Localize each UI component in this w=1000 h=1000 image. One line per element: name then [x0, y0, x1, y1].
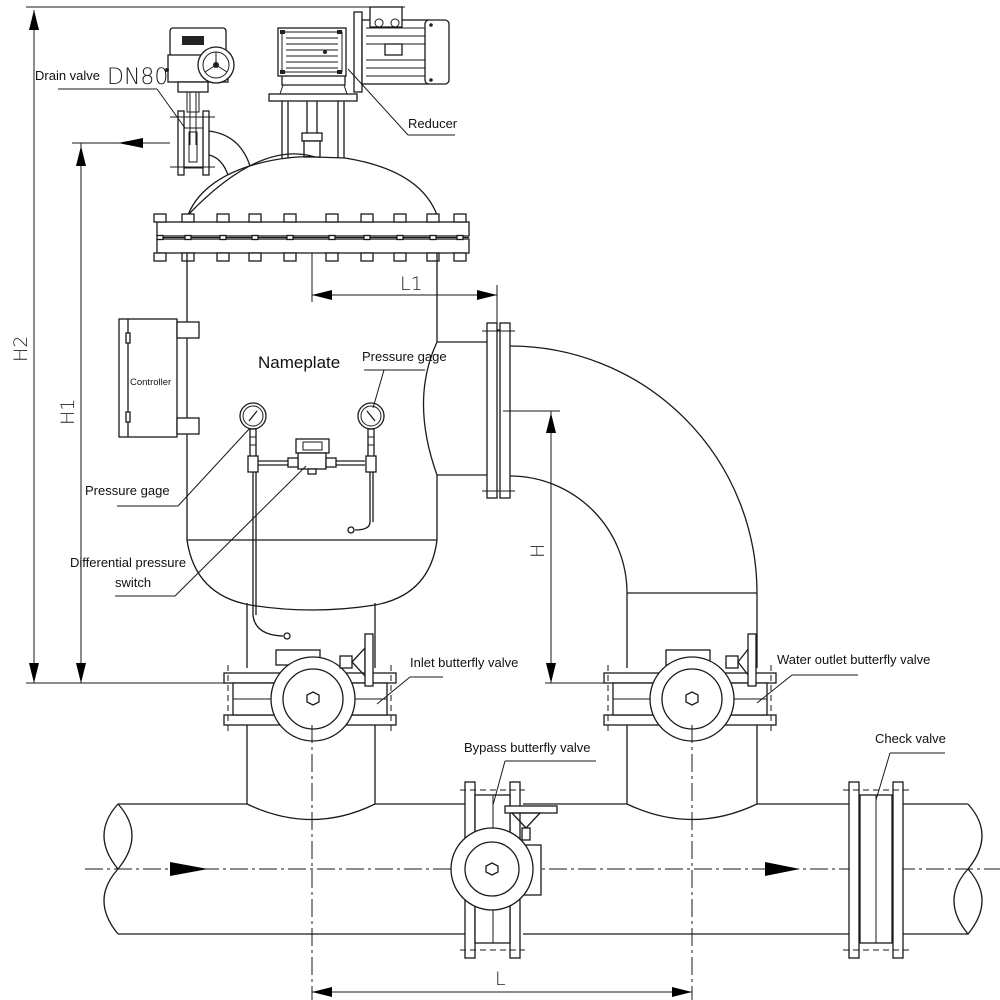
- flange-bolt: [325, 252, 339, 262]
- pressure-gage-left: [239, 402, 291, 640]
- dim-l1-label: L1: [400, 273, 423, 295]
- dp-switch-label-line2: switch: [115, 575, 151, 590]
- flange-bolt-shank: [363, 234, 371, 241]
- flange-bolt-shank: [286, 234, 294, 241]
- outlet-butterfly-valve: [603, 633, 777, 742]
- flange-bolt: [153, 213, 167, 223]
- pressure-gage-right: [347, 402, 385, 534]
- dimension-h1: H1: [57, 138, 170, 683]
- dim-h2-label: H2: [10, 336, 32, 362]
- flange-bolt: [248, 252, 262, 262]
- dp-switch-label-line1: Differential pressure: [70, 555, 186, 570]
- flange-bolt: [393, 213, 407, 223]
- pressure-gage-left-label: Pressure gage: [85, 483, 170, 498]
- check-valve-label: Check valve: [875, 731, 946, 746]
- pressure-gage-right-label: Pressure gage: [362, 349, 447, 364]
- riser-pipes: [246, 725, 758, 1000]
- outlet-elbow: [482, 322, 758, 668]
- outlet-valve-leader: [756, 674, 793, 704]
- flange-bolt-shank: [328, 234, 336, 241]
- flange-bolt-shank: [456, 234, 464, 241]
- flange-bolt: [360, 213, 374, 223]
- flange-bolt-shank: [219, 234, 227, 241]
- flange-bolt: [248, 213, 262, 223]
- flange-bolt: [283, 213, 297, 223]
- flow-arrow-left: [170, 862, 208, 876]
- drain-valve: [165, 27, 251, 176]
- flange-bolt: [181, 252, 195, 262]
- differential-pressure-switch: [258, 438, 365, 475]
- flange-bolt-shank: [396, 234, 404, 241]
- controller-label: Controller: [130, 377, 171, 388]
- drain-size-label: DN80: [107, 65, 168, 90]
- flange-bolt: [453, 213, 467, 223]
- nameplate-label: Nameplate: [258, 353, 340, 372]
- flange-bolt: [426, 213, 440, 223]
- reducer-label: Reducer: [408, 116, 458, 131]
- flange-bolt: [325, 213, 339, 223]
- bypass-butterfly-valve: [450, 781, 558, 959]
- controller-box: Controller: [118, 318, 200, 438]
- check-valve: [843, 781, 909, 959]
- flange-bolt: [216, 213, 230, 223]
- flange-bolt: [153, 252, 167, 262]
- flange-bolt: [216, 252, 230, 262]
- flange-bolt: [453, 252, 467, 262]
- flange-bolt-shank: [156, 234, 164, 241]
- pressure-gage-left-leader: [177, 427, 251, 507]
- flange-bolt-shank: [184, 234, 192, 241]
- dimension-l: L: [312, 968, 692, 997]
- flange-bolt-shank: [251, 234, 259, 241]
- bypass-valve-leader: [492, 760, 506, 806]
- flange-bolt-shank: [429, 234, 437, 241]
- dim-h-label: H: [527, 544, 549, 558]
- outlet-valve-label: Water outlet butterfly valve: [777, 652, 930, 667]
- flange-bolt: [393, 252, 407, 262]
- inlet-valve-leader: [376, 676, 411, 705]
- dimension-h2: H2: [10, 6, 405, 683]
- bypass-valve-label: Bypass butterfly valve: [464, 740, 590, 755]
- drain-valve-label: Drain valve: [35, 68, 100, 83]
- reducer-motor: [268, 6, 450, 158]
- dimension-h: H: [503, 410, 605, 684]
- dp-switch-leader: [174, 465, 307, 597]
- flange-bolt: [360, 252, 374, 262]
- dimension-l1: L1: [311, 253, 498, 330]
- filter-vessel: [153, 153, 487, 668]
- inlet-butterfly-valve: [223, 633, 397, 742]
- main-pipe: [85, 803, 1000, 936]
- flow-arrow-right: [765, 862, 800, 876]
- check-valve-leader: [875, 752, 891, 801]
- flange-bolt: [181, 213, 195, 223]
- flange-bolt: [426, 252, 440, 262]
- dim-h1-label: H1: [57, 399, 79, 425]
- inlet-valve-label: Inlet butterfly valve: [410, 655, 518, 670]
- flange-bolt: [283, 252, 297, 262]
- dim-l-label: L: [495, 968, 506, 990]
- pressure-gage-right-leader: [372, 369, 385, 409]
